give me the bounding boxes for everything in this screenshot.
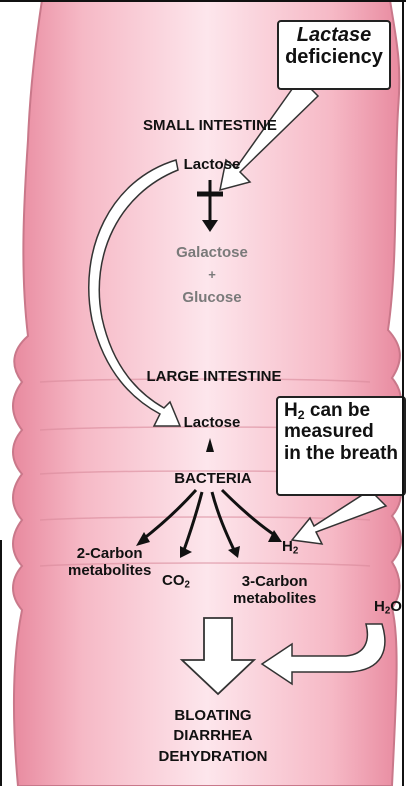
breath-h-base: H [284,400,298,421]
page-border-right [402,0,404,786]
galactose-label: Galactose [176,244,248,261]
lactose-top-label: Lactose [184,156,241,173]
lactose-bottom-label: Lactose [184,414,241,431]
lactase-deficiency-callout: Lactase deficiency [277,20,391,90]
two-carbon-line-2: metabolites [68,562,151,579]
lactase-word: Lactase [285,24,383,46]
page-border-top [0,0,406,2]
large-intestine-label: LARGE INTESTINE [146,368,281,385]
two-carbon-line-1: 2-Carbon [68,545,151,562]
h2o-base: H [374,598,385,615]
breath-callout: H2 can be measured in the breath [276,396,406,496]
h2o-label: H2O [374,598,402,615]
three-carbon-line-2: metabolites [233,590,316,607]
three-carbon-line-1: 3-Carbon [233,573,316,590]
h2-base: H [282,538,293,555]
breath-line-1-tail: can be [305,400,370,421]
h2o-tail: O [390,598,402,615]
breath-line-2: measured [284,421,398,442]
h2-subscript: 2 [293,545,298,556]
small-intestine-label: SMALL INTESTINE [143,117,277,134]
three-carbon-label: 3-Carbon metabolites [233,573,316,608]
outcome-bloating: BLOATING [159,706,268,726]
breath-line-3: in the breath [284,443,398,464]
glucose-label: Glucose [182,289,241,306]
h2-label: H2 [282,538,298,555]
co2-subscript: 2 [185,579,190,590]
outcome-dehydration: DEHYDRATION [159,747,268,767]
breath-line-1: H2 can be [284,400,398,421]
outcomes-label: BLOATING DIARRHEA DEHYDRATION [159,706,268,767]
two-carbon-label: 2-Carbon metabolites [68,545,151,580]
deficiency-word: deficiency [285,46,383,68]
plus-label: + [208,268,216,283]
bacteria-label: BACTERIA [174,470,252,487]
outcome-diarrhea: DIARRHEA [159,726,268,746]
co2-label: CO2 [162,572,190,589]
breath-h-subscript: 2 [298,408,305,422]
co2-base: CO [162,572,185,589]
page-border-left [0,540,2,786]
